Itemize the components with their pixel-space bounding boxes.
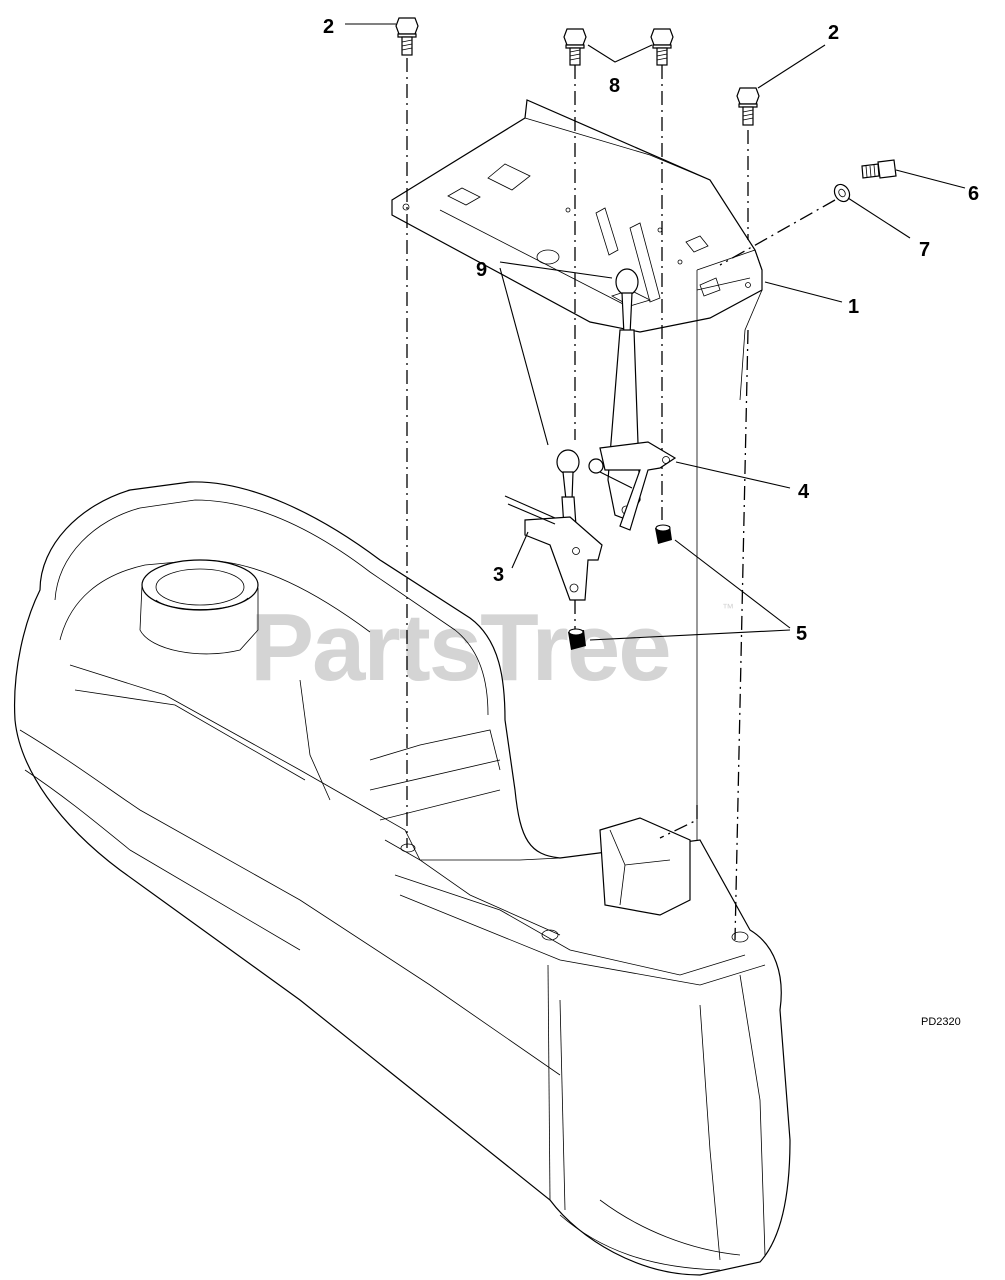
washer-7	[833, 183, 851, 203]
callout-7: 7	[919, 239, 930, 261]
callout-3: 3	[493, 564, 504, 586]
callout-8: 8	[609, 75, 620, 97]
bracket-3	[504, 495, 603, 601]
bolt-2-left	[395, 17, 419, 56]
callout-2-left: 2	[323, 16, 334, 38]
callout-4: 4	[798, 481, 810, 503]
control-panel-plate	[391, 99, 763, 840]
callout-1: 1	[848, 296, 859, 318]
watermark-text: PartsTree	[250, 594, 670, 701]
nut-5-upper	[655, 524, 672, 544]
fender-pan	[13, 481, 791, 1276]
callout-5: 5	[796, 623, 807, 645]
screw-6	[861, 159, 897, 179]
bracket-4	[588, 441, 677, 531]
bolt-2-right	[736, 87, 760, 126]
nut-5-lower	[568, 628, 586, 650]
leader-lines	[345, 23, 966, 641]
lever-right	[607, 268, 641, 521]
assembly-lines	[406, 58, 836, 941]
watermark-trademark: ™	[722, 601, 734, 615]
figure-id: PD2320	[921, 1016, 961, 1028]
callout-2-right: 2	[828, 22, 839, 44]
callout-9: 9	[476, 259, 487, 281]
bolt-8-right	[650, 28, 674, 66]
bolt-8-left	[563, 28, 587, 66]
callout-6: 6	[968, 183, 979, 205]
